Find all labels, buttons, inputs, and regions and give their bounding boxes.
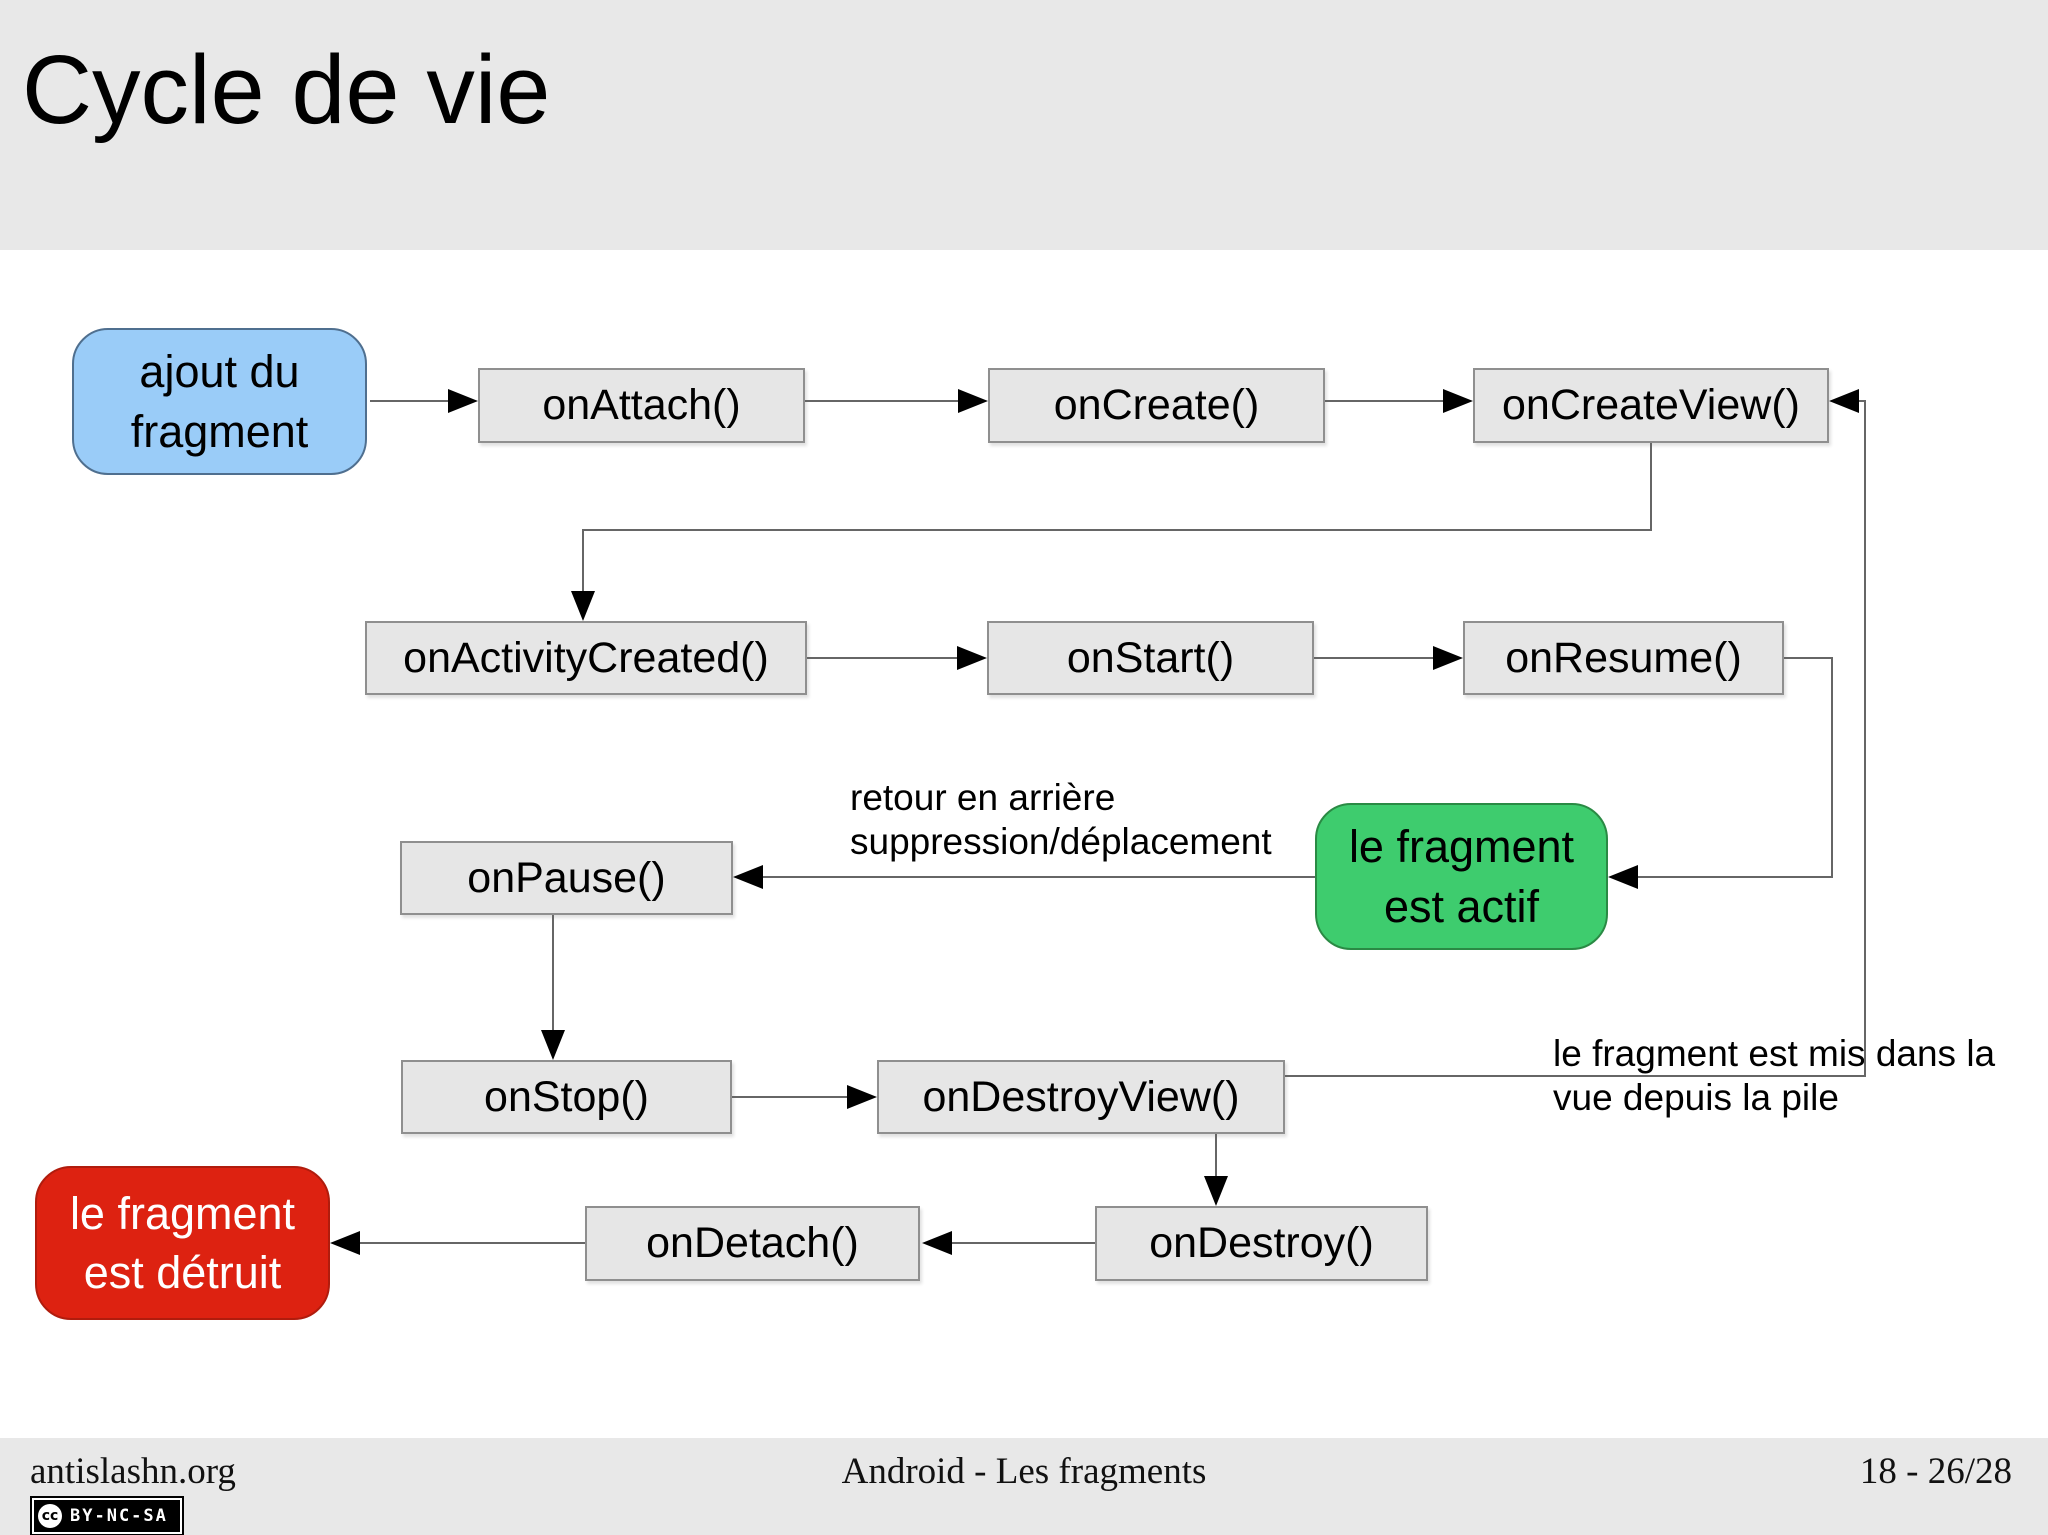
edge-start-onattach-arrowhead-icon <box>448 389 478 413</box>
node-onattach: onAttach() <box>478 368 805 443</box>
edge-onstart-onresume-arrowhead-icon <box>1433 646 1463 670</box>
edge-ondestroyview-ondestroy-line <box>1215 1134 1217 1178</box>
label-fragment-mis-dans-la-vue: le fragment est mis dans la vue depuis l… <box>1553 1033 1996 1118</box>
edge-ondestroyview-ondestroy-arrowhead-icon <box>1204 1176 1228 1206</box>
slide-title: Cycle de vie <box>22 35 551 144</box>
edge-oncreateview-onactivitycreated-seg2 <box>582 529 1652 531</box>
node-fragment-actif: le fragment est actif <box>1315 803 1608 950</box>
edge-onattach-oncreate-line <box>805 400 960 402</box>
edge-oncreateview-onactivitycreated-seg1 <box>1650 443 1652 531</box>
node-ondestroyview: onDestroyView() <box>877 1060 1285 1134</box>
edge-ondetach-detruit-line <box>360 1242 585 1244</box>
edge-onresume-actif-seg1 <box>1784 657 1833 659</box>
edge-onresume-actif-arrowhead-icon <box>1608 865 1638 889</box>
edge-onresume-actif-seg3 <box>1638 876 1833 878</box>
node-onstart: onStart() <box>987 621 1314 695</box>
cc-icon: cc <box>38 1504 62 1528</box>
edge-oncreate-oncreateview-arrowhead-icon <box>1443 389 1473 413</box>
edge-onresume-actif-seg2 <box>1831 657 1833 878</box>
edge-onactivitycreated-onstart-arrowhead-icon <box>957 646 987 670</box>
edge-ondestroyview-oncreateview-seg3 <box>1857 400 1866 402</box>
node-onpause: onPause() <box>400 841 733 915</box>
edge-ondestroy-ondetach-arrowhead-icon <box>922 1231 952 1255</box>
cc-license-inner: cc BY-NC-SA <box>34 1500 180 1532</box>
node-ondetach: onDetach() <box>585 1206 920 1281</box>
node-fragment-detruit: le fragment est détruit <box>35 1166 330 1320</box>
edge-onstop-ondestroyview-arrowhead-icon <box>847 1085 877 1109</box>
edge-ondestroyview-oncreateview-seg1 <box>1285 1075 1866 1077</box>
edge-onactivitycreated-onstart-line <box>807 657 959 659</box>
edge-oncreateview-onactivitycreated-arrowhead-icon <box>571 591 595 621</box>
edge-ondestroyview-oncreateview-arrowhead-icon <box>1829 389 1859 413</box>
edge-ondestroyview-oncreateview-seg2 <box>1864 400 1866 1077</box>
edge-onstart-onresume-line <box>1314 657 1435 659</box>
edge-ondetach-detruit-arrowhead-icon <box>330 1231 360 1255</box>
edge-ondestroy-ondetach-line <box>952 1242 1095 1244</box>
edge-start-onattach-line <box>370 400 450 402</box>
cc-license-label: BY-NC-SA <box>70 1506 168 1526</box>
node-ondestroy: onDestroy() <box>1095 1206 1428 1281</box>
cc-license-badge: cc BY-NC-SA <box>30 1496 184 1535</box>
footer-deck-title: Android - Les fragments <box>841 1451 1207 1492</box>
footer-page-number: 18 - 26/28 <box>1859 1451 2012 1492</box>
edge-onpause-onstop-arrowhead-icon <box>541 1030 565 1060</box>
edge-oncreate-oncreateview-line <box>1325 400 1445 402</box>
footer-band <box>0 1438 2048 1535</box>
node-onstop: onStop() <box>401 1060 732 1134</box>
edge-actif-onpause-line <box>763 876 1315 878</box>
edge-actif-onpause-arrowhead-icon <box>733 865 763 889</box>
edge-onpause-onstop-line <box>552 915 554 1032</box>
node-onresume: onResume() <box>1463 621 1784 695</box>
edge-onattach-oncreate-arrowhead-icon <box>958 389 988 413</box>
edge-oncreateview-onactivitycreated-seg3 <box>582 529 584 593</box>
header-band <box>0 0 2048 250</box>
node-start-ajout-du-fragment: ajout du fragment <box>72 328 367 475</box>
edge-onstop-ondestroyview-line <box>732 1096 849 1098</box>
footer-site: antislashn.org <box>30 1451 236 1492</box>
node-oncreateview: onCreateView() <box>1473 368 1829 443</box>
node-oncreate: onCreate() <box>988 368 1325 443</box>
label-retour-en-arriere: retour en arrière suppression/déplacemen… <box>850 777 1272 862</box>
node-onactivitycreated: onActivityCreated() <box>365 621 807 695</box>
